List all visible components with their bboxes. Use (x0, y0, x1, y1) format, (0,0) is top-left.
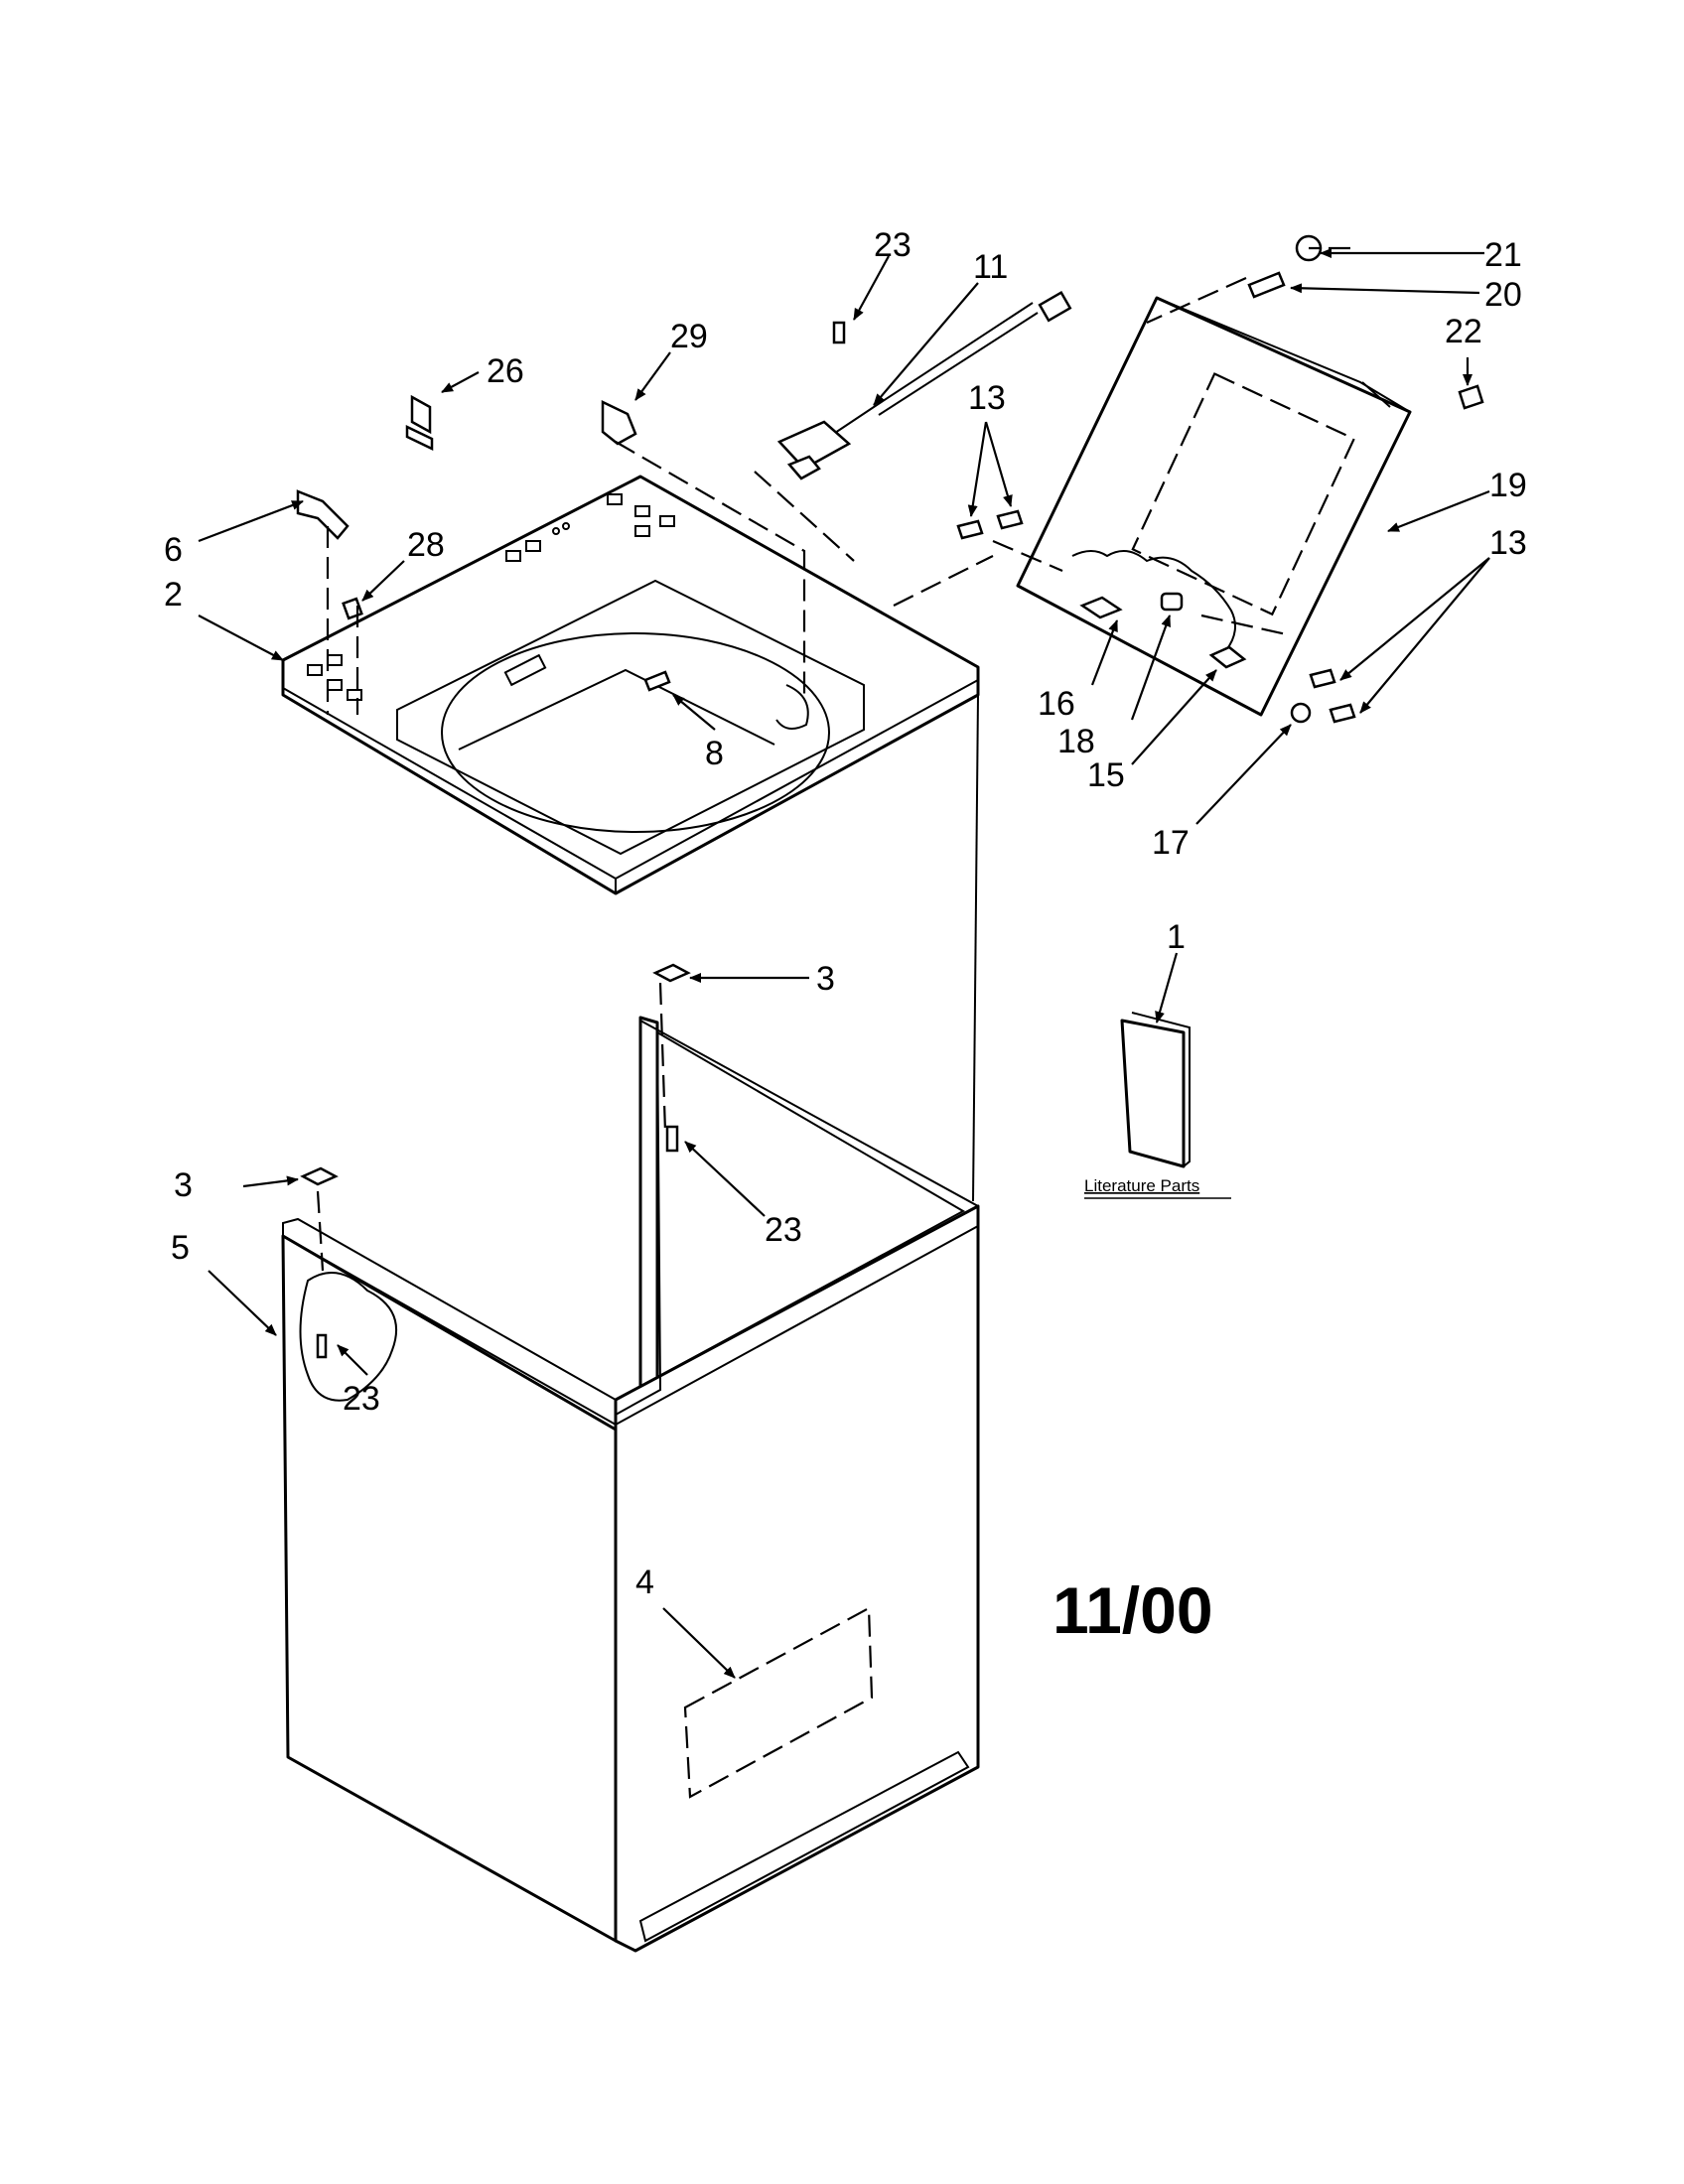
harness-part-11 (776, 290, 1072, 480)
label-5: 5 (171, 1229, 190, 1267)
label-2: 2 (164, 576, 183, 614)
label-4: 4 (635, 1564, 654, 1601)
label-20: 20 (1484, 276, 1522, 314)
label-22: 22 (1445, 313, 1482, 350)
screw-8 (643, 670, 671, 692)
label-16: 16 (1038, 685, 1075, 723)
label-3-lower: 3 (174, 1166, 193, 1204)
literature-booklet (1120, 1012, 1191, 1168)
clip-part-28 (342, 597, 363, 620)
label-plate-dashed (683, 1606, 874, 1799)
cabinet (281, 694, 980, 1953)
pivot-part-20 (1247, 271, 1286, 299)
label-1: 1 (1167, 918, 1186, 956)
date-code: 11/00 (1052, 1573, 1213, 1647)
hinge-part-16 (1079, 596, 1123, 619)
washer-part-17 (1290, 702, 1312, 724)
hinge-part-15 (1208, 645, 1247, 669)
bolt-13-lid-b (1329, 703, 1356, 724)
bumper-part-22 (1458, 384, 1484, 410)
label-15: 15 (1087, 756, 1125, 794)
label-13-right: 13 (1489, 524, 1527, 562)
label-19: 19 (1489, 467, 1527, 504)
actuator-part-29 (601, 400, 637, 446)
label-23-top: 23 (874, 226, 912, 264)
label-3-upper: 3 (816, 960, 835, 998)
literature-caption: Literature Parts (1084, 1176, 1199, 1195)
clip-part-26 (405, 394, 434, 451)
label-28: 28 (407, 526, 445, 564)
label-18: 18 (1057, 723, 1095, 760)
assembly-lines (316, 246, 1350, 1272)
lid (1016, 296, 1412, 717)
label-17: 17 (1152, 824, 1190, 862)
bolt-13-left (956, 519, 984, 540)
top-panel (281, 475, 980, 895)
bolt-13-right (996, 509, 1024, 530)
bumper-part-18 (1160, 592, 1184, 612)
leader-arrows (198, 248, 1490, 1679)
label-21: 21 (1484, 236, 1522, 274)
label-29: 29 (670, 318, 708, 355)
label-13-top: 13 (968, 379, 1006, 417)
label-23-lower: 23 (343, 1380, 380, 1418)
label-11: 11 (973, 248, 1008, 286)
part-number-labels: 21 20 22 19 13 13 23 11 29 26 6 2 28 8 1… (164, 226, 1527, 1601)
label-23-middle: 23 (765, 1211, 802, 1249)
clip-part-3-upper (652, 963, 691, 983)
clip-part-6 (296, 489, 350, 540)
screw-23-top (832, 321, 846, 344)
label-8: 8 (705, 735, 724, 772)
label-26: 26 (487, 352, 524, 390)
clip-part-3-lower (300, 1166, 339, 1186)
bolt-13-lid-a (1309, 668, 1336, 689)
label-6: 6 (164, 531, 183, 569)
